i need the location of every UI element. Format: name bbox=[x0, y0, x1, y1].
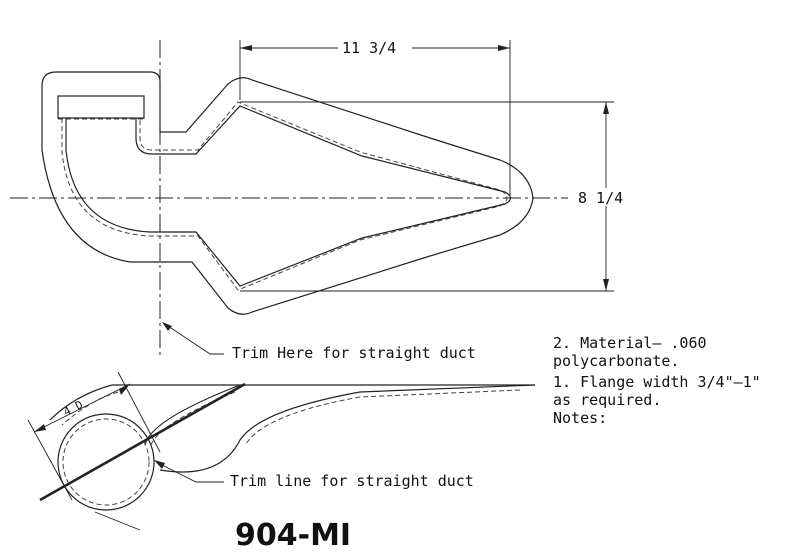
dim-height-arrow-bottom bbox=[603, 279, 609, 291]
dim-height-arrow-top bbox=[603, 102, 609, 114]
top-view: 11 3/4 8 1/4 Trim Here for straight duct bbox=[10, 39, 632, 362]
dim-diameter-line bbox=[33, 383, 131, 433]
outer-flange-outline bbox=[41, 71, 534, 315]
dim-diameter-label: 4 D bbox=[61, 398, 85, 419]
note-material-line1: 2. Material— .060 bbox=[553, 334, 707, 352]
dim-diameter-ext-1 bbox=[27, 419, 73, 501]
side-outer-profile bbox=[49, 384, 536, 473]
dim-length-arrow-left bbox=[240, 45, 252, 51]
duct-circle-outer bbox=[57, 413, 155, 511]
dim-length-arrow-right bbox=[498, 45, 510, 51]
trim-here-leader-arrow bbox=[162, 322, 172, 331]
note-flange-line1: 1. Flange width 3/4"—1" bbox=[553, 373, 761, 391]
dim-diameter-arrow-2 bbox=[119, 384, 130, 395]
notes-heading: Notes: bbox=[553, 409, 607, 427]
duct-end-rectangle bbox=[57, 95, 145, 119]
dim-length-label: 11 3/4 bbox=[342, 39, 396, 57]
notes-block: 2. Material— .060 polycarbonate. 1. Flan… bbox=[553, 334, 761, 427]
inner-bend-line bbox=[61, 101, 508, 291]
dim-diameter-ext-2 bbox=[117, 371, 161, 453]
trim-line-leader-arrow bbox=[154, 460, 165, 469]
dim-diameter-arrow-1 bbox=[34, 424, 46, 432]
dim-diameter-ext-3 bbox=[94, 511, 141, 531]
trim-line-callout: Trim line for straight duct bbox=[230, 472, 474, 490]
trim-here-leader bbox=[167, 325, 224, 355]
dim-height-label: 8 1/4 bbox=[578, 189, 623, 207]
note-material-line2: polycarbonate. bbox=[553, 352, 679, 370]
note-flange-line2: as required. bbox=[553, 391, 661, 409]
duct-circle-inner bbox=[62, 418, 150, 506]
side-diagonal-trim bbox=[39, 382, 246, 502]
side-view: 4 D Trim line for straight duct bbox=[27, 371, 536, 531]
trim-here-callout: Trim Here for straight duct bbox=[232, 344, 476, 362]
side-inner-profile bbox=[61, 389, 521, 449]
inner-part-line bbox=[65, 105, 512, 287]
part-number: 904-MI bbox=[235, 518, 351, 553]
trim-line-leader bbox=[159, 463, 224, 483]
